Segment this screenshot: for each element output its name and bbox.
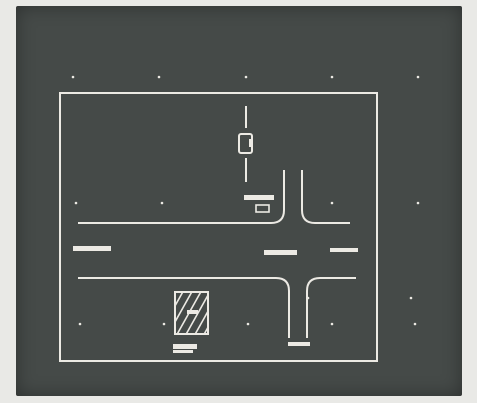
grid-dot xyxy=(417,76,420,79)
hatched-zone-icon xyxy=(157,288,230,338)
intersection-map xyxy=(16,6,462,396)
zone-base-bar xyxy=(173,350,193,353)
grid-dot xyxy=(414,323,417,326)
booth-icon xyxy=(244,195,274,212)
grid-dot xyxy=(417,202,420,205)
zone-base-bar xyxy=(173,344,197,349)
grid-dot xyxy=(75,202,78,205)
car-icon xyxy=(239,106,253,182)
lane-dash xyxy=(330,248,358,252)
playfield-border xyxy=(60,93,377,361)
grid-dot xyxy=(161,202,164,205)
road-edge-bottom-right xyxy=(307,278,356,338)
lane-dash xyxy=(73,246,111,251)
grid-dot xyxy=(245,76,248,79)
grid-dot xyxy=(331,323,334,326)
grid-dot xyxy=(247,323,250,326)
grid-dot xyxy=(410,297,413,300)
grid-dot xyxy=(72,76,75,79)
grid-dot xyxy=(79,323,82,326)
game-screen xyxy=(16,6,462,396)
grid-dot xyxy=(331,76,334,79)
road-edge-top-right xyxy=(302,170,350,223)
grid-dot xyxy=(331,202,334,205)
grid-dot xyxy=(158,76,161,79)
lane-dash xyxy=(288,342,310,346)
grid-dot xyxy=(163,323,166,326)
lane-dash xyxy=(264,250,297,255)
